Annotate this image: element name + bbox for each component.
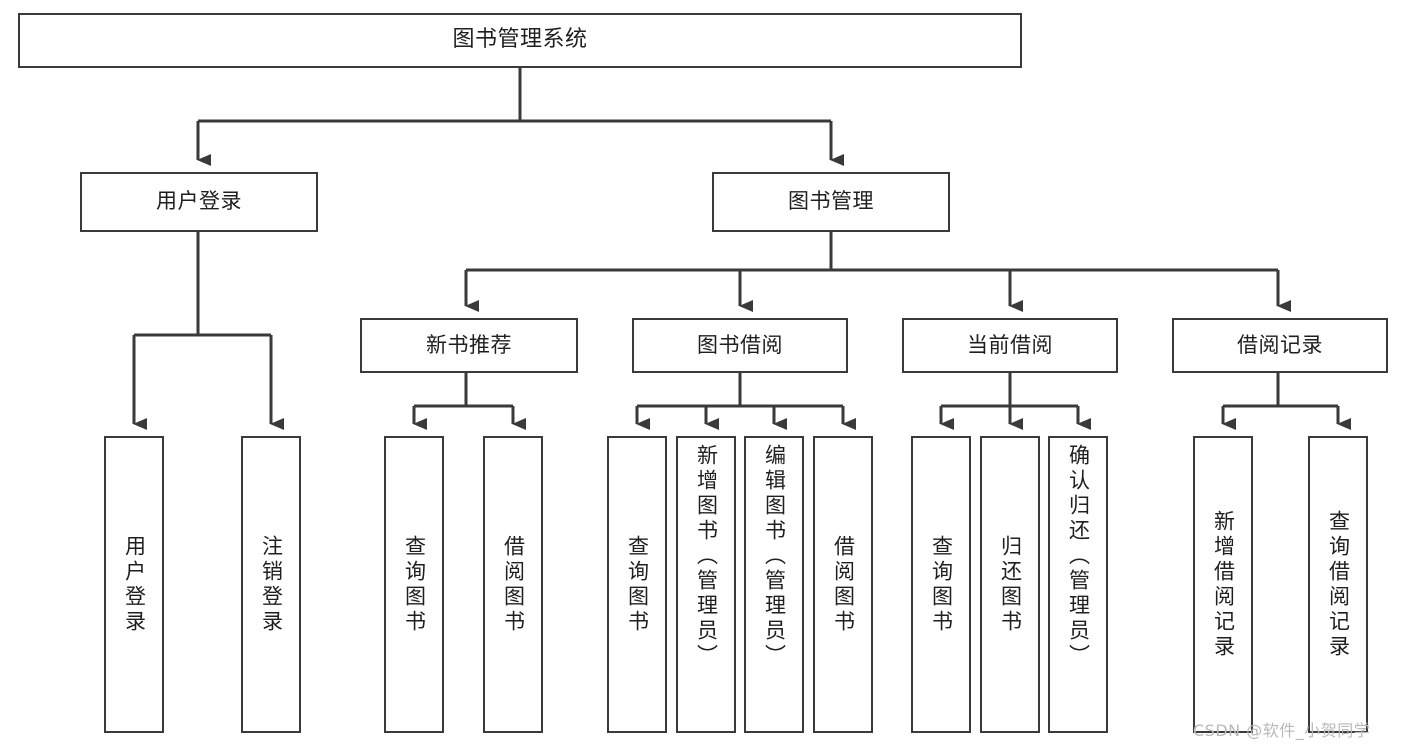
node-book-manage-label: 图书管理 (788, 189, 874, 214)
node-user-login[interactable]: 用户登录 (80, 172, 318, 232)
node-current-borrow[interactable]: 当前借阅 (902, 318, 1118, 373)
node-user-login-label: 用户登录 (156, 189, 242, 214)
node-leaf-query-borrow-record[interactable]: 查询借阅记录 (1308, 436, 1368, 733)
node-current-borrow-label: 当前借阅 (967, 332, 1053, 357)
node-book-manage[interactable]: 图书管理 (712, 172, 950, 232)
node-borrow-record-label: 借阅记录 (1237, 332, 1323, 357)
node-leaf-logout-label: 注销登录 (259, 534, 284, 635)
node-leaf-edit-book[interactable]: 编辑图书（管理员） (744, 436, 804, 733)
node-leaf-return-book-label: 归还图书 (998, 534, 1023, 635)
node-leaf-query-book-3[interactable]: 查询图书 (911, 436, 971, 733)
node-leaf-query-borrow-record-label: 查询借阅记录 (1326, 509, 1351, 660)
node-root-label: 图书管理系统 (452, 27, 588, 53)
node-leaf-query-book-2[interactable]: 查询图书 (607, 436, 667, 733)
node-leaf-logout[interactable]: 注销登录 (241, 436, 301, 733)
node-leaf-borrow-book-2-label: 借阅图书 (831, 534, 856, 635)
node-book-borrow-label: 图书借阅 (697, 332, 783, 357)
node-new-book-rec-label: 新书推荐 (426, 332, 512, 357)
node-leaf-add-book-label: 新增图书（管理员） (694, 444, 719, 669)
node-leaf-return-book[interactable]: 归还图书 (980, 436, 1040, 733)
node-leaf-query-book-3-label: 查询图书 (929, 534, 954, 635)
node-leaf-user-login[interactable]: 用户登录 (104, 436, 164, 733)
node-leaf-borrow-book-1[interactable]: 借阅图书 (483, 436, 543, 733)
node-leaf-edit-book-label: 编辑图书（管理员） (762, 444, 787, 669)
watermark: CSDN @软件_小贺同学 (1193, 721, 1371, 740)
node-leaf-borrow-book-2[interactable]: 借阅图书 (813, 436, 873, 733)
node-root[interactable]: 图书管理系统 (18, 13, 1022, 68)
node-leaf-query-book-2-label: 查询图书 (625, 534, 650, 635)
node-leaf-add-borrow-record[interactable]: 新增借阅记录 (1193, 436, 1253, 733)
node-leaf-borrow-book-1-label: 借阅图书 (501, 534, 526, 635)
node-leaf-confirm-return[interactable]: 确认归还（管理员） (1048, 436, 1108, 733)
node-leaf-query-book-1-label: 查询图书 (402, 534, 427, 635)
node-leaf-confirm-return-label: 确认归还（管理员） (1066, 444, 1091, 669)
node-leaf-query-book-1[interactable]: 查询图书 (384, 436, 444, 733)
node-borrow-record[interactable]: 借阅记录 (1172, 318, 1388, 373)
node-new-book-rec[interactable]: 新书推荐 (360, 318, 578, 373)
node-book-borrow[interactable]: 图书借阅 (632, 318, 848, 373)
node-leaf-add-book[interactable]: 新增图书（管理员） (676, 436, 736, 733)
node-leaf-user-login-label: 用户登录 (122, 534, 147, 635)
node-leaf-add-borrow-record-label: 新增借阅记录 (1211, 509, 1236, 660)
